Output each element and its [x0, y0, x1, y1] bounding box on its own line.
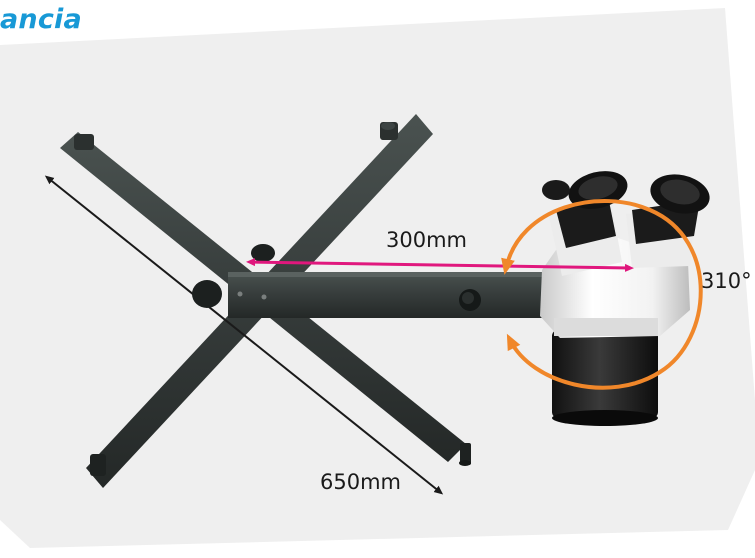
base-span-arrow — [44, 175, 444, 495]
base-span-label: 650mm — [320, 470, 401, 494]
page-heading: ancia — [0, 4, 82, 35]
rotation-arc-arrow — [501, 199, 703, 390]
left-eyepiece — [548, 171, 628, 276]
arm-reach-label: 300mm — [386, 228, 467, 252]
arm-reach-arrow — [246, 258, 634, 272]
head-rotation-label: 310° — [701, 269, 752, 293]
extension-arm — [192, 244, 554, 318]
